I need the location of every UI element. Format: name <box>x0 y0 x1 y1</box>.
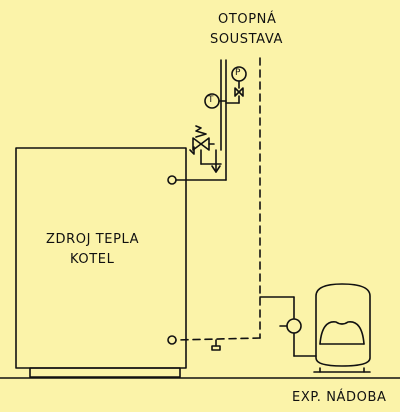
expansion-vessel <box>313 283 371 373</box>
boiler-label-line2: KOTEL <box>70 252 115 267</box>
system-label-line1: OTOPNÁ <box>218 12 277 27</box>
boiler-base <box>29 367 181 378</box>
drain-valve-icon <box>211 339 221 351</box>
boiler-label-line1: ZDROJ TEPLA <box>46 232 140 247</box>
vessel-valve-icon <box>279 318 302 334</box>
system-label-line2: SOUSTAVA <box>210 32 283 47</box>
thermometer-icon <box>204 93 227 109</box>
vessel-label: EXP. NÁDOBA <box>292 390 387 405</box>
safety-valve-icon <box>189 125 215 165</box>
supply-connection <box>167 175 177 185</box>
return-connection <box>167 335 177 345</box>
manometer-symbol: P <box>235 68 242 78</box>
flow-arrow-icon <box>211 165 221 173</box>
return-pipe-dashed <box>175 57 261 341</box>
pressure-gauge-icon <box>225 66 247 104</box>
thermometer-symbol: T <box>208 95 215 105</box>
boiler-body <box>15 147 187 369</box>
